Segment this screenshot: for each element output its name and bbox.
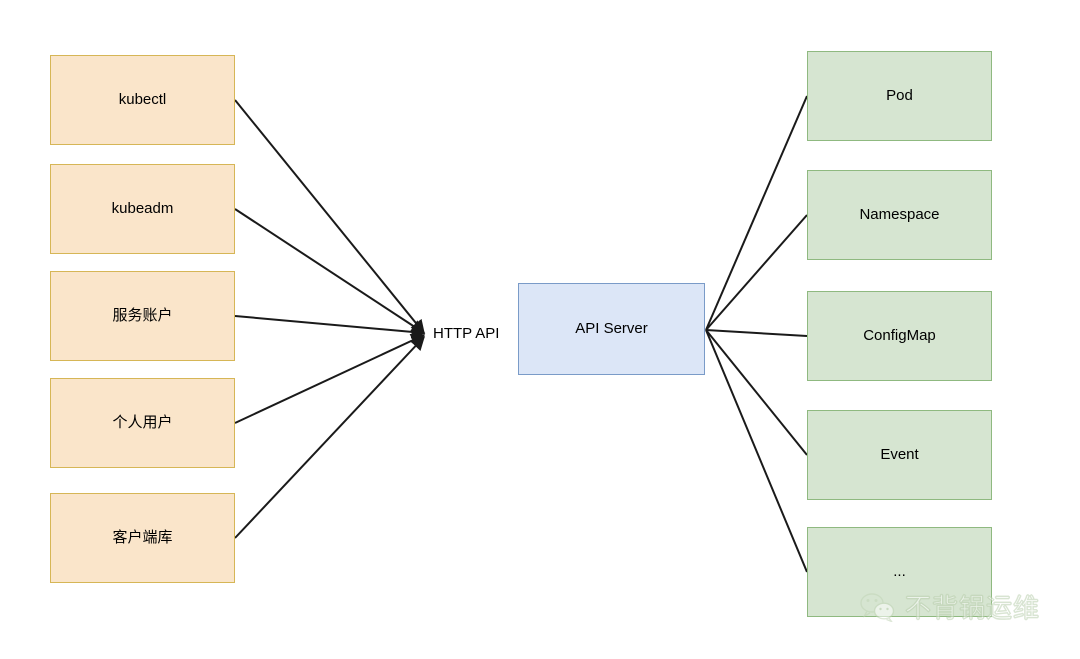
node-label: Event: [880, 446, 919, 463]
edge-serviceaccount-to-api: [234, 315, 426, 339]
edge-label-http-api: HTTP API: [433, 325, 500, 342]
client-node-kubeadm[interactable]: kubeadm: [50, 164, 235, 254]
edge-kubectl-to-api: [234, 99, 425, 335]
node-label: kubeadm: [111, 200, 174, 217]
node-label: 服务账户: [112, 307, 173, 324]
client-node-client-library[interactable]: 客户端库: [50, 493, 235, 583]
node-label: ...: [893, 563, 906, 580]
edge-kubeadm-to-api: [234, 208, 426, 334]
node-label: 个人用户: [112, 414, 173, 431]
resource-node-namespace[interactable]: Namespace: [807, 170, 992, 260]
edge-user-to-api: [234, 333, 426, 424]
edge-clientlib-to-api: [234, 335, 425, 539]
node-label: ConfigMap: [863, 327, 936, 344]
node-label: 客户端库: [112, 529, 173, 546]
edge-api-to-other: [705, 329, 808, 573]
node-label: Pod: [886, 87, 913, 104]
edge-api-to-configmap: [705, 329, 808, 337]
client-node-individual-user[interactable]: 个人用户: [50, 378, 235, 468]
resource-node-configmap[interactable]: ConfigMap: [807, 291, 992, 381]
server-node-api-server[interactable]: API Server: [518, 283, 705, 375]
client-node-service-account[interactable]: 服务账户: [50, 271, 235, 361]
node-label: kubectl: [118, 91, 167, 108]
edge-api-to-namespace: [705, 214, 808, 331]
client-node-kubectl[interactable]: kubectl: [50, 55, 235, 145]
edge-api-to-event: [705, 329, 808, 456]
node-label: Namespace: [859, 206, 940, 223]
resource-node-event[interactable]: Event: [807, 410, 992, 500]
node-label: API Server: [575, 320, 648, 337]
resource-node-pod[interactable]: Pod: [807, 51, 992, 141]
edge-api-to-pod: [705, 95, 808, 331]
resource-node-other[interactable]: ...: [807, 527, 992, 617]
